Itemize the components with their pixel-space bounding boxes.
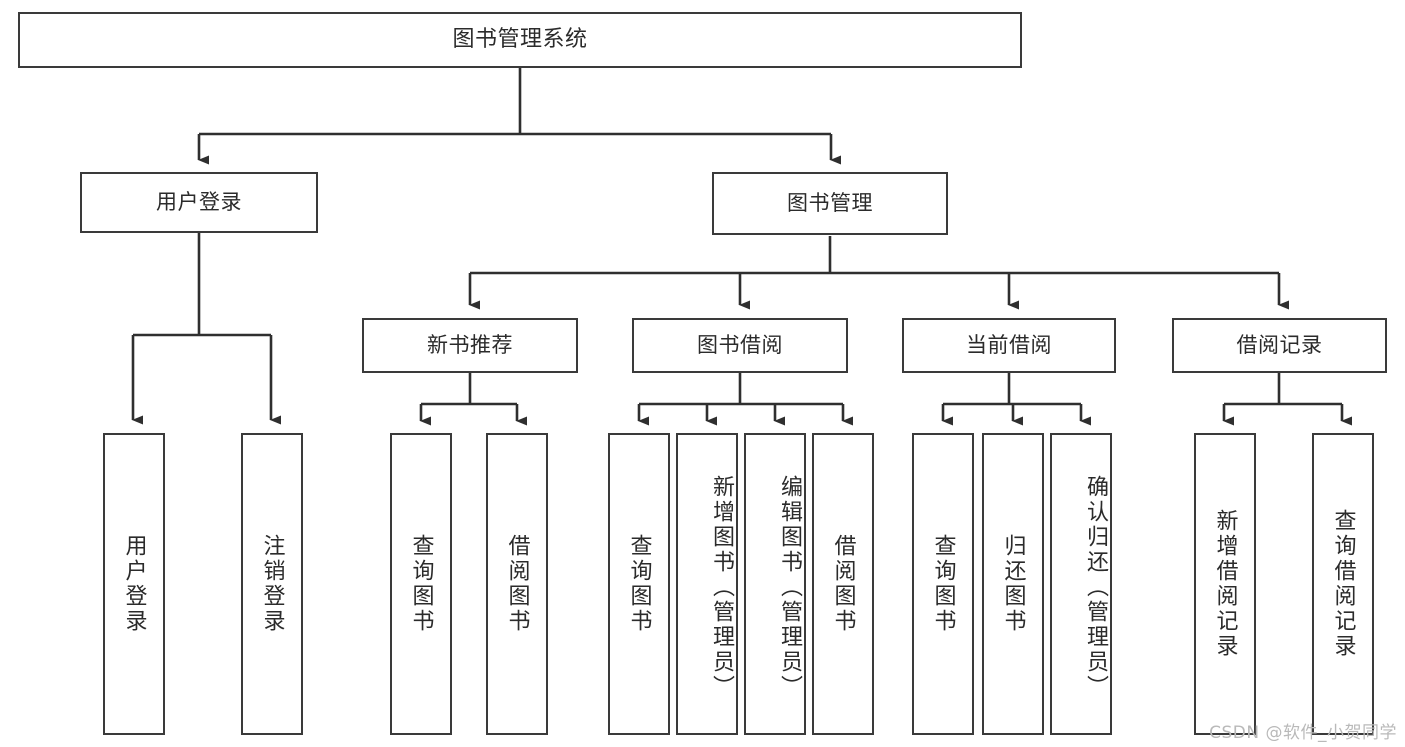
- node-label: 用户登录: [156, 189, 242, 214]
- leaf-borrow-book-recommend[interactable]: 借阅图书: [486, 433, 548, 735]
- leaf-add-borrow-record[interactable]: 新增借阅记录: [1194, 433, 1256, 735]
- leaf-add-book-admin[interactable]: 新增图书（管理员）: [676, 433, 738, 735]
- node-label: 编辑图书（管理员）: [777, 474, 802, 700]
- node-label: 新书推荐: [427, 332, 513, 357]
- leaf-user-login[interactable]: 用户登录: [103, 433, 165, 735]
- leaf-confirm-return-admin[interactable]: 确认归还（管理员）: [1050, 433, 1112, 735]
- leaf-logout[interactable]: 注销登录: [241, 433, 303, 735]
- leaf-query-book-current[interactable]: 查询图书: [912, 433, 974, 735]
- watermark-text: CSDN @软件_小贺同学: [1209, 723, 1397, 743]
- leaf-query-book-recommend[interactable]: 查询图书: [390, 433, 452, 735]
- leaf-query-book-borrow[interactable]: 查询图书: [608, 433, 670, 735]
- leaf-edit-book-admin[interactable]: 编辑图书（管理员）: [744, 433, 806, 735]
- node-label: 借阅记录: [1236, 332, 1323, 357]
- node-label: 当前借阅: [966, 332, 1052, 357]
- node-label: 查询图书: [408, 534, 434, 634]
- node-label: 图书管理: [787, 190, 873, 215]
- node-book-management[interactable]: 图书管理: [712, 172, 948, 235]
- node-book-borrow[interactable]: 图书借阅: [632, 318, 848, 373]
- node-label: 用户登录: [121, 534, 147, 634]
- node-borrow-record[interactable]: 借阅记录: [1172, 318, 1387, 373]
- node-label: 新增图书（管理员）: [709, 474, 734, 700]
- node-label: 图书管理系统: [452, 26, 588, 52]
- node-label: 归还图书: [1000, 534, 1026, 634]
- node-label: 新增借阅记录: [1212, 509, 1238, 659]
- node-label: 借阅图书: [830, 534, 856, 634]
- node-current-borrow[interactable]: 当前借阅: [902, 318, 1116, 373]
- node-label: 确认归还（管理员）: [1083, 474, 1108, 700]
- node-label: 借阅图书: [504, 534, 530, 634]
- node-label: 图书借阅: [697, 332, 783, 357]
- node-label: 注销登录: [259, 534, 285, 634]
- node-label: 查询图书: [626, 534, 652, 634]
- node-label: 查询借阅记录: [1330, 509, 1356, 659]
- leaf-query-borrow-record[interactable]: 查询借阅记录: [1312, 433, 1374, 735]
- node-new-book-recommend[interactable]: 新书推荐: [362, 318, 578, 373]
- leaf-return-book[interactable]: 归还图书: [982, 433, 1044, 735]
- node-label: 查询图书: [930, 534, 956, 634]
- node-user-login[interactable]: 用户登录: [80, 172, 318, 233]
- node-root-system[interactable]: 图书管理系统: [18, 12, 1022, 68]
- leaf-borrow-book[interactable]: 借阅图书: [812, 433, 874, 735]
